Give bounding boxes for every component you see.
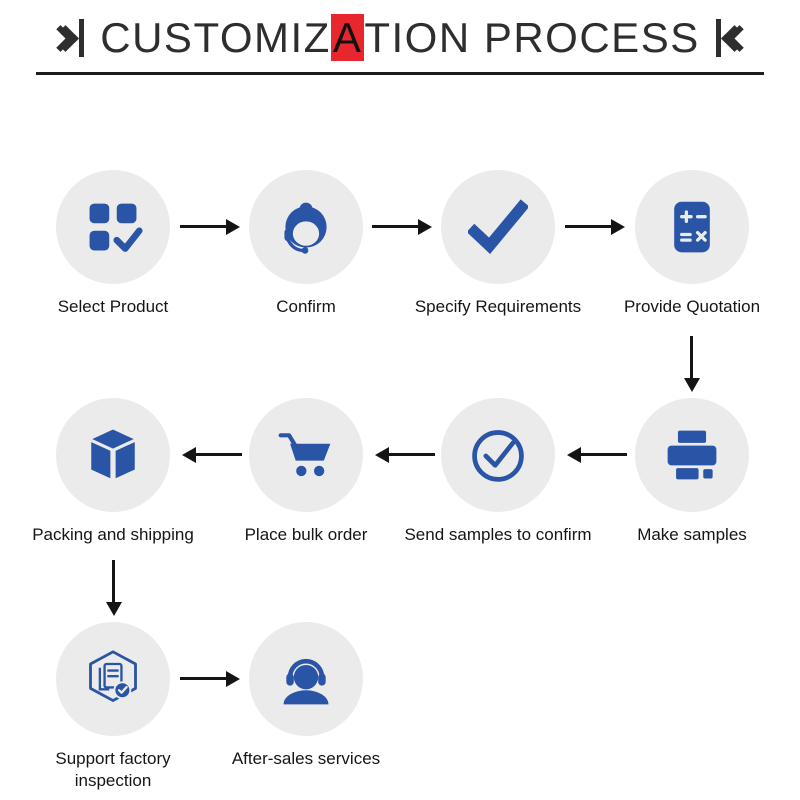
step-select-product: Select Product [13,170,213,318]
page-header: CUSTOMIZATION PROCESS [0,14,800,62]
shopping-cart-icon [278,433,331,477]
title-highlighted-letter: A [330,14,365,61]
step-label: After-sales services [231,749,381,768]
step-label: Confirm [276,297,336,316]
calculator-icon [674,201,710,253]
step-circle [441,398,555,512]
step-label: Specify Requirements [414,297,582,316]
arrow-place-bulk-order-to-packing [196,453,242,456]
inspection-badge-icon [89,650,137,702]
circle-check-icon [472,430,524,482]
step-label: Place bulk order [244,525,368,544]
product-grid-check-icon [89,203,143,252]
step-label: Support factory inspection [55,749,171,791]
step-circle [635,170,749,284]
double-chevron-left-icon [712,19,753,57]
step-circle [56,170,170,284]
title-segment-pre: CUSTOMIZ [100,14,331,61]
arrow-factory-inspection-to-after-sales [180,677,226,680]
step-label: Provide Quotation [623,297,761,316]
printer-icon [667,430,717,480]
arrow-make-samples-to-send-samples [581,453,627,456]
step-packing-and-shipping: Packing and shipping [13,398,213,546]
step-make-samples: Make samples [592,398,792,546]
step-label: Make samples [637,525,747,544]
arrow-send-samples-to-place-bulk-order [389,453,435,456]
customer-service-agent-icon [284,202,327,254]
step-circle [441,170,555,284]
package-box-icon [89,428,137,481]
decoration-bar [715,19,721,57]
step-circle [56,622,170,736]
step-support-factory-inspection: Support factory inspection [13,622,213,792]
arrow-specify-requirements-to-provide-quotation [565,225,611,228]
step-place-bulk-order: Place bulk order [206,398,406,546]
arrow-packing-to-factory-inspection [112,560,115,602]
step-circle [635,398,749,512]
step-confirm: Confirm [206,170,406,318]
step-after-sales-services: After-sales services [206,622,406,770]
arrow-provide-quotation-to-make-samples [690,336,693,378]
step-circle [249,170,363,284]
step-label: Select Product [57,297,169,316]
headset-support-icon [283,658,329,705]
step-circle [249,398,363,512]
step-specify-requirements: Specify Requirements [398,170,598,318]
step-circle [56,398,170,512]
title-segment-post: TION PROCESS [364,14,700,61]
step-label: Packing and shipping [32,525,194,544]
title-divider [36,72,764,75]
step-circle [249,622,363,736]
step-provide-quotation: Provide Quotation [592,170,792,318]
arrow-select-product-to-confirm [180,225,226,228]
arrow-confirm-to-specify-requirements [372,225,418,228]
page-title: CUSTOMIZATION PROCESS [100,14,699,62]
decoration-bar [79,19,85,57]
step-label: Send samples to confirm [404,525,592,544]
step-send-samples-to-confirm: Send samples to confirm [398,398,598,546]
double-chevron-right-icon [47,19,88,57]
checkmark-icon [468,199,528,254]
